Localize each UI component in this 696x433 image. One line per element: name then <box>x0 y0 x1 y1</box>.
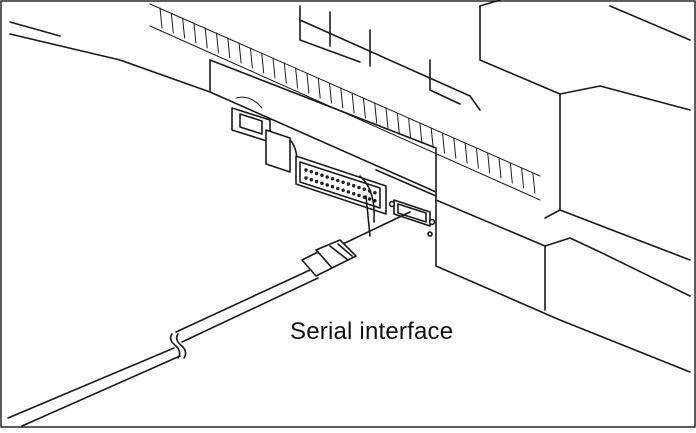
connector-pin <box>357 185 361 190</box>
vent-slat <box>159 7 163 29</box>
vent-slat <box>193 22 197 44</box>
vent-slat <box>408 117 412 139</box>
connector-pin <box>346 182 351 186</box>
vent-slat <box>374 102 378 124</box>
vent-slat <box>498 157 502 179</box>
vent-slat <box>317 77 321 99</box>
vent-slat <box>182 17 186 39</box>
vent-slat <box>227 37 231 59</box>
connector-pin <box>314 171 319 176</box>
vent-slat <box>272 57 276 79</box>
vent-grille <box>149 3 541 201</box>
vent-slat <box>340 87 344 109</box>
connector-pin <box>352 192 356 196</box>
connector-pin <box>373 199 377 203</box>
connector-pin <box>330 185 335 189</box>
vent-slat <box>204 27 208 49</box>
vent-slat <box>419 122 423 144</box>
vent-slat <box>442 132 445 154</box>
connector-pin <box>325 183 329 187</box>
connector-pin <box>309 170 313 174</box>
connector-pin <box>304 176 308 180</box>
connector-pin <box>304 168 308 172</box>
connector-pin <box>373 191 377 195</box>
connector-pin <box>309 178 313 182</box>
connector-pin <box>362 187 366 191</box>
connector-pin <box>357 193 361 198</box>
vent-slat <box>521 167 525 189</box>
connector-pin <box>320 181 324 185</box>
connector-pin <box>362 195 366 199</box>
connector-pin <box>320 173 324 177</box>
serial-interface-label: Serial interface <box>290 318 454 345</box>
connector-pin <box>341 188 345 192</box>
connector-pin <box>314 179 319 184</box>
vent-slat <box>430 127 434 149</box>
vent-slat <box>509 162 513 184</box>
vent-slat <box>464 142 468 164</box>
vent-slat <box>385 107 389 129</box>
paper-rollers <box>299 5 481 111</box>
connector-pin <box>336 186 340 191</box>
vent-slat <box>453 137 457 159</box>
vent-slat <box>351 92 355 114</box>
vent-slat <box>532 172 536 194</box>
printer-body <box>9 0 691 373</box>
vent-slat <box>261 52 265 74</box>
vent-slat <box>475 147 479 169</box>
connector-pin <box>352 184 356 188</box>
vent-slat <box>295 67 299 89</box>
connector-pin <box>346 190 351 194</box>
vent-slat <box>216 32 219 54</box>
connector-pin <box>341 180 345 184</box>
vent-slat <box>396 112 400 134</box>
serial-port <box>375 169 437 237</box>
vent-slat <box>249 47 253 69</box>
vent-slat <box>306 72 310 94</box>
vent-slat <box>238 42 242 64</box>
vent-slat <box>487 152 491 174</box>
connector-pin <box>330 177 335 181</box>
vent-slat <box>170 12 174 34</box>
vent-slat <box>362 97 366 119</box>
serial-cable <box>7 239 357 427</box>
connector-pin <box>325 175 329 179</box>
connector-pin <box>336 178 340 183</box>
connector-pin <box>367 197 372 201</box>
vent-slat <box>329 82 332 104</box>
parallel-port <box>265 129 387 237</box>
vent-slat <box>283 62 287 84</box>
